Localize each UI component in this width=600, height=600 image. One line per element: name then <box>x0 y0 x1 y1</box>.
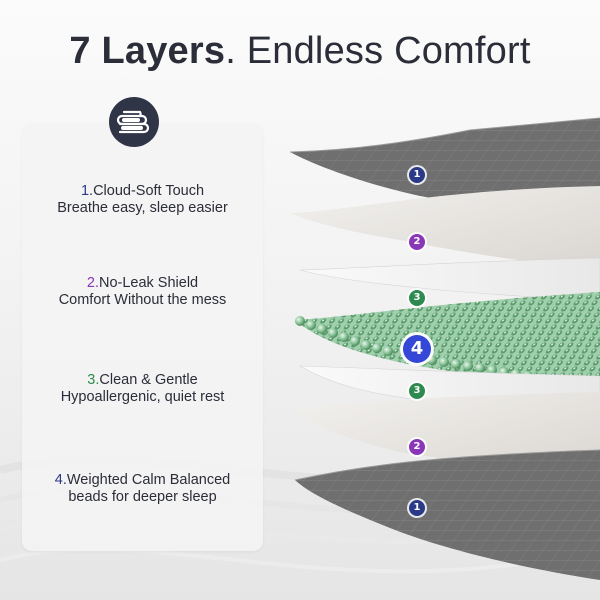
layer-membrane-top <box>290 186 600 270</box>
feature-cloud-soft-touch: 1.Cloud-Soft Touch Breathe easy, sleep e… <box>22 183 263 217</box>
feature-number: 2. <box>86 275 99 291</box>
layer-marker-3-bottom: 3 <box>409 383 425 399</box>
feature-number: 4. <box>54 472 67 488</box>
feature-clean-gentle: 3.Clean & Gentle Hypoallergenic, quiet r… <box>22 372 263 406</box>
page-headline: 7 Layers. Endless Comfort <box>0 30 600 73</box>
headline-rest: . Endless Comfort <box>225 30 531 72</box>
feature-subtitle: Comfort Without the mess <box>58 292 227 308</box>
layer-outer-fabric-bottom <box>295 450 600 580</box>
feature-no-leak-shield: 2.No-Leak Shield Comfort Without the mes… <box>22 275 263 309</box>
feature-weighted-calm: 4.Weighted Calm Balanced beads for deepe… <box>22 472 263 506</box>
feature-title: Cloud-Soft Touch <box>93 183 205 199</box>
feature-title: Weighted Calm Balanced <box>66 472 231 488</box>
layer-marker-2-bottom: 2 <box>409 439 425 455</box>
layer-marker-2-top: 2 <box>409 234 425 250</box>
feature-number: 1. <box>80 183 94 199</box>
feature-title: No-Leak Shield <box>98 275 199 291</box>
layer-glass-beads <box>295 292 600 386</box>
layer-marker-1-bottom: 1 <box>409 500 425 516</box>
folded-blanket-icon <box>109 97 159 147</box>
feature-title: Clean & Gentle <box>99 372 198 388</box>
layer-marker-3-top: 3 <box>409 290 425 306</box>
layer-breathable-top <box>299 257 600 301</box>
features-panel <box>22 123 263 551</box>
layer-marker-1-top: 1 <box>409 167 425 183</box>
feature-subtitle: beads for deeper sleep <box>68 489 217 505</box>
layer-marker-4-center: 4 <box>403 335 431 363</box>
feature-number: 3. <box>87 372 100 388</box>
feature-subtitle: Hypoallergenic, quiet rest <box>60 389 225 405</box>
feature-subtitle: Breathe easy, sleep easier <box>57 200 228 216</box>
headline-bold: 7 Layers <box>69 30 226 72</box>
